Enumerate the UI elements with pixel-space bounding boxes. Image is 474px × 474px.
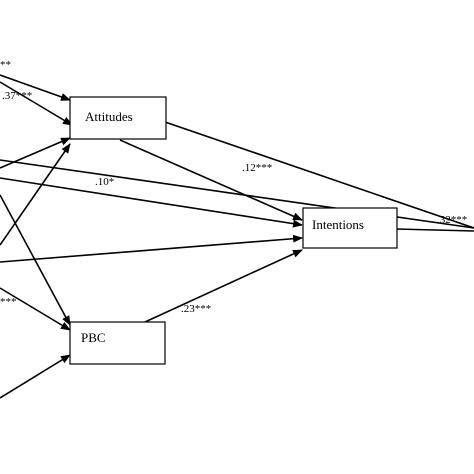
edge-left-to-attitudes-upper [0,74,71,101]
edge-pbc-to-intentions [144,249,303,323]
intentions-node [302,207,398,249]
edge-attitudes-to-right [164,121,474,229]
coef-intentions-out: .32*** [437,214,467,226]
intentions-label: Intentions [312,217,364,232]
edge-left-to-attitudes-from-low [0,143,71,246]
edge-left-to-right-long [0,159,474,229]
coef-attitudes-intentions: .12*** [242,162,272,174]
edge-left-to-pbc-lower [0,354,71,399]
edge-left-to-attitudes-from-mid [0,137,71,169]
coef-attitudes-in-partial: ** [0,59,11,71]
edge-left-to-attitudes-lower [0,81,73,126]
attitudes-node [69,96,167,140]
attitudes-label: Attitudes [85,109,133,124]
edge-attitudes-to-intentions [119,139,303,221]
pbc-label: PBC [81,330,106,345]
coef-pbc-in-partial: *** [0,296,17,308]
coef-pbc-intentions: .23*** [181,303,211,315]
coef-left-intentions: .10* [95,176,114,188]
edge-left-to-intentions-upper [0,177,303,228]
pbc-node [69,321,166,365]
edge-left-to-intentions-lower [0,234,303,263]
coef-attitudes-in: .37*** [2,90,32,102]
edge-intentions-to-right [395,228,474,232]
edge-left-to-pbc-upper [0,287,71,331]
